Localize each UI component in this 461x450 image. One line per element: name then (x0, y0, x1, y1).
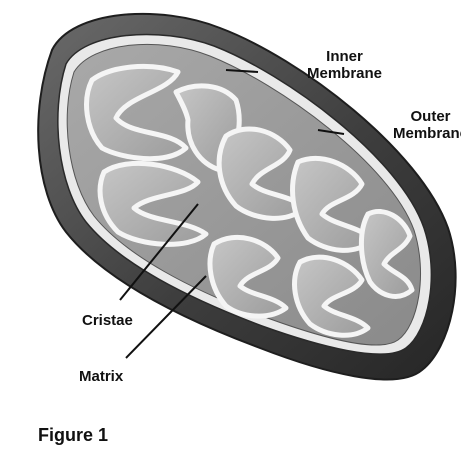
outer-membrane-label-line1: Outer (393, 108, 461, 125)
matrix-label: Matrix (79, 368, 123, 385)
figure-caption: Figure 1 (38, 425, 108, 445)
inner-membrane-label-line1: Inner (307, 48, 382, 65)
outer-membrane-label: Outer Membrane (393, 108, 461, 142)
inner-membrane-label-line2: Membrane (307, 65, 382, 82)
inner-membrane-label: Inner Membrane (307, 48, 382, 82)
outer-membrane-label-line2: Membrane (393, 125, 461, 142)
cristae-label: Cristae (82, 312, 133, 329)
